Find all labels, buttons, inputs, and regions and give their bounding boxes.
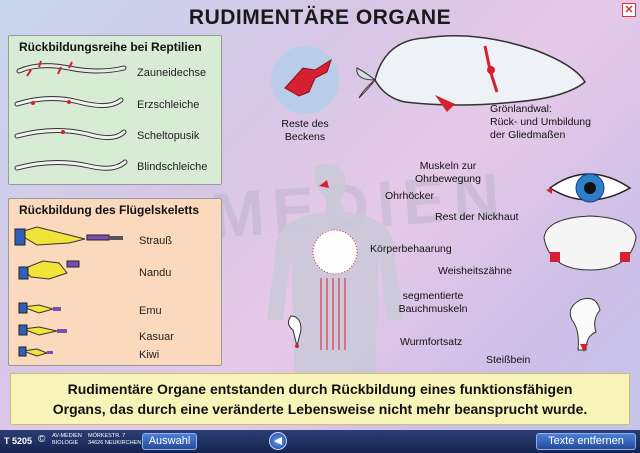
kiwi-wing-icon xyxy=(18,346,53,357)
birds-heading: Rückbildung des Flügelskeletts xyxy=(19,203,200,217)
reptile-label-zauneidechse: Zauneidechse xyxy=(137,67,207,79)
rhea-wing-icon xyxy=(18,260,80,280)
whale-label-3: der Gliedmaßen xyxy=(490,129,566,141)
eye-icon xyxy=(546,173,632,203)
appendix-label: Wurmfortsatz xyxy=(400,336,463,348)
pelvis-label: Reste des Beckens xyxy=(281,118,329,143)
bird-label-emu: Emu xyxy=(139,305,162,317)
back-arrow-icon[interactable] xyxy=(269,432,287,450)
whale-body xyxy=(374,34,586,106)
pelvis-bone-icon xyxy=(284,58,332,97)
bird-label-nandu: Nandu xyxy=(139,267,172,279)
product-code: T 5205 xyxy=(4,436,33,446)
reptile-label-scheltopusik: Scheltopusik xyxy=(137,130,200,142)
bird-label-kasuar: Kasuar xyxy=(139,331,174,343)
jaw-teeth-icon xyxy=(543,215,637,271)
address-city: 34626 NEUKIRCHEN xyxy=(88,440,142,446)
ostrich-wing-icon xyxy=(14,226,123,246)
abdominal-muscles-icon xyxy=(320,278,346,350)
nictitating-label: Rest der Nickhaut xyxy=(435,211,519,223)
publisher-subject: BIOLOGIE xyxy=(52,440,79,446)
bird-label-kiwi: Kiwi xyxy=(139,349,160,361)
abdominal-label: segmentierte Bauchmuskeln xyxy=(398,290,468,315)
human-figure xyxy=(267,163,403,380)
publisher-name: AV-MEDIEN xyxy=(52,433,82,439)
close-icon: ✕ xyxy=(624,4,634,16)
bird-label-strauss: Strauß xyxy=(139,235,173,247)
reptiles-heading: Rückbildungsreihe bei Reptilien xyxy=(19,40,202,54)
lizard-icon xyxy=(16,60,127,77)
appendix-icon xyxy=(287,315,302,347)
anatomy-details xyxy=(543,173,637,352)
ear-bump-label: Ohrhöcker xyxy=(385,190,435,202)
remove-text-button[interactable]: Texte entfernen xyxy=(536,433,636,450)
reptile-label-blindschleiche: Blindschleiche xyxy=(137,161,208,173)
slow-worm-icon xyxy=(14,96,124,108)
whale-illustration xyxy=(271,34,586,114)
close-button[interactable]: ✕ xyxy=(622,3,636,17)
whale-label-2: Rück- und Umbildung xyxy=(490,116,591,128)
birds-panel: Rückbildung des Flügelskeletts xyxy=(8,198,222,366)
ear-muscles-label: Muskeln zur Ohrbewegung xyxy=(415,160,481,185)
copyright-icon: © xyxy=(38,434,46,445)
caption-line-2: Organs, das durch eine veränderte Lebens… xyxy=(52,401,588,417)
whale-label-1: Grönlandwal: xyxy=(490,103,552,115)
caption-line-1: Rudimentäre Organe entstanden durch Rück… xyxy=(67,381,573,397)
blindworm-icon xyxy=(14,159,128,171)
caption-box: Rudimentäre Organe entstanden durch Rück… xyxy=(10,373,630,425)
page-title: RUDIMENTÄRE ORGANE xyxy=(188,6,452,29)
coccyx-icon xyxy=(569,297,601,352)
body-hair-label: Körperbehaarung xyxy=(370,243,452,255)
coccyx-label: Steißbein xyxy=(486,354,531,366)
ear-muscle-icon xyxy=(319,180,329,188)
wing-skeleton-illustrations xyxy=(14,226,123,357)
emu-wing-icon xyxy=(18,302,61,314)
reptiles-panel: Rückbildungsreihe bei Reptilien Zauneide… xyxy=(8,35,222,185)
reptile-label-erzschleiche: Erzschleiche xyxy=(137,99,200,111)
wisdom-teeth-label: Weisheitszähne xyxy=(438,265,512,277)
glass-lizard-icon xyxy=(14,127,127,140)
body-hair-icon xyxy=(312,229,358,275)
reptile-illustrations xyxy=(14,60,128,171)
cassowary-wing-icon xyxy=(18,324,67,336)
select-button[interactable]: Auswahl xyxy=(142,433,197,450)
address-street: MÖRKESTR. 7 xyxy=(88,433,126,439)
